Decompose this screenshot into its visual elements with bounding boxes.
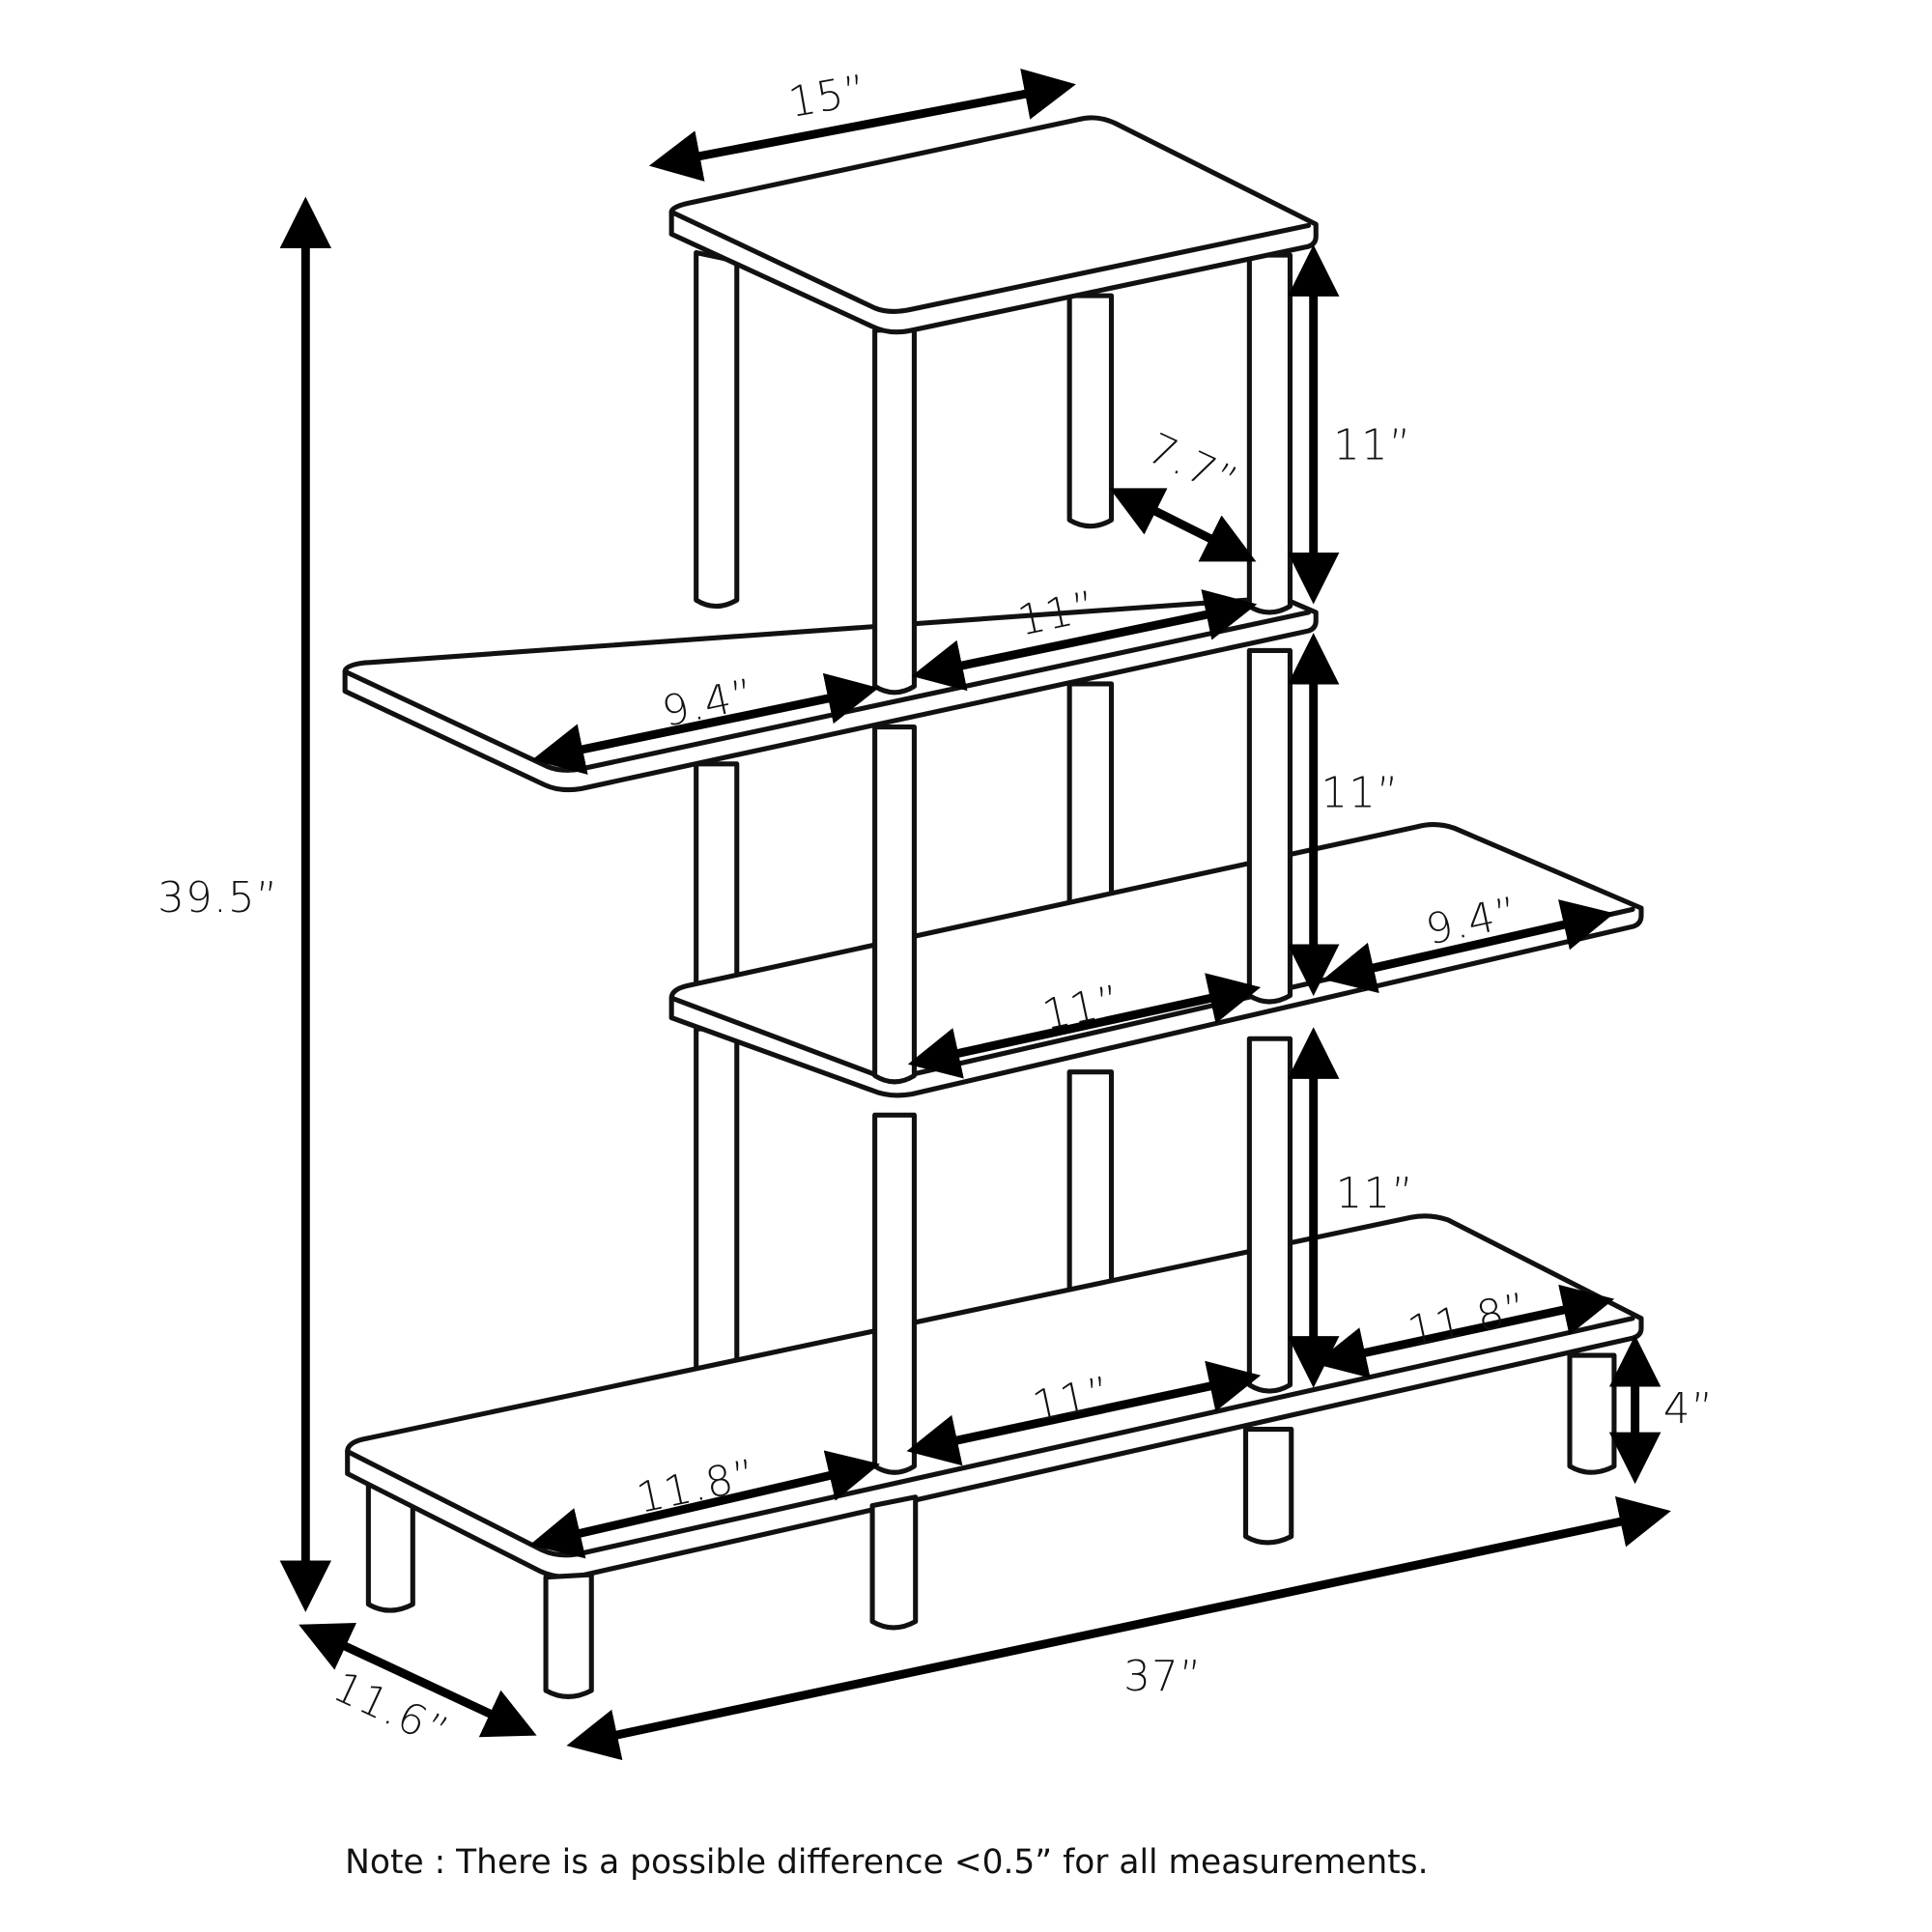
label-overall-width: 37”	[1123, 1653, 1202, 1701]
bottom-shelf	[345, 1213, 1644, 1580]
measurement-note: Note : There is a possible difference <0…	[345, 1843, 1428, 1882]
label-leg-height: 4”	[1663, 1385, 1715, 1434]
top-shelf	[668, 115, 1319, 335]
third-shelf	[668, 822, 1644, 1098]
label-top-width: 15”	[785, 67, 871, 128]
label-tier-gap-2: 11”	[1321, 769, 1399, 817]
label-tier-gap-3: 11”	[1336, 1170, 1414, 1218]
label-overall-depth: 11.6”	[326, 1662, 456, 1757]
label-tier-gap-1: 11”	[1333, 422, 1411, 470]
dimension-arrows	[279, 69, 1671, 1761]
label-overall-height: 39.5”	[157, 874, 278, 923]
label-top-depth: 7.7”	[1140, 424, 1245, 507]
